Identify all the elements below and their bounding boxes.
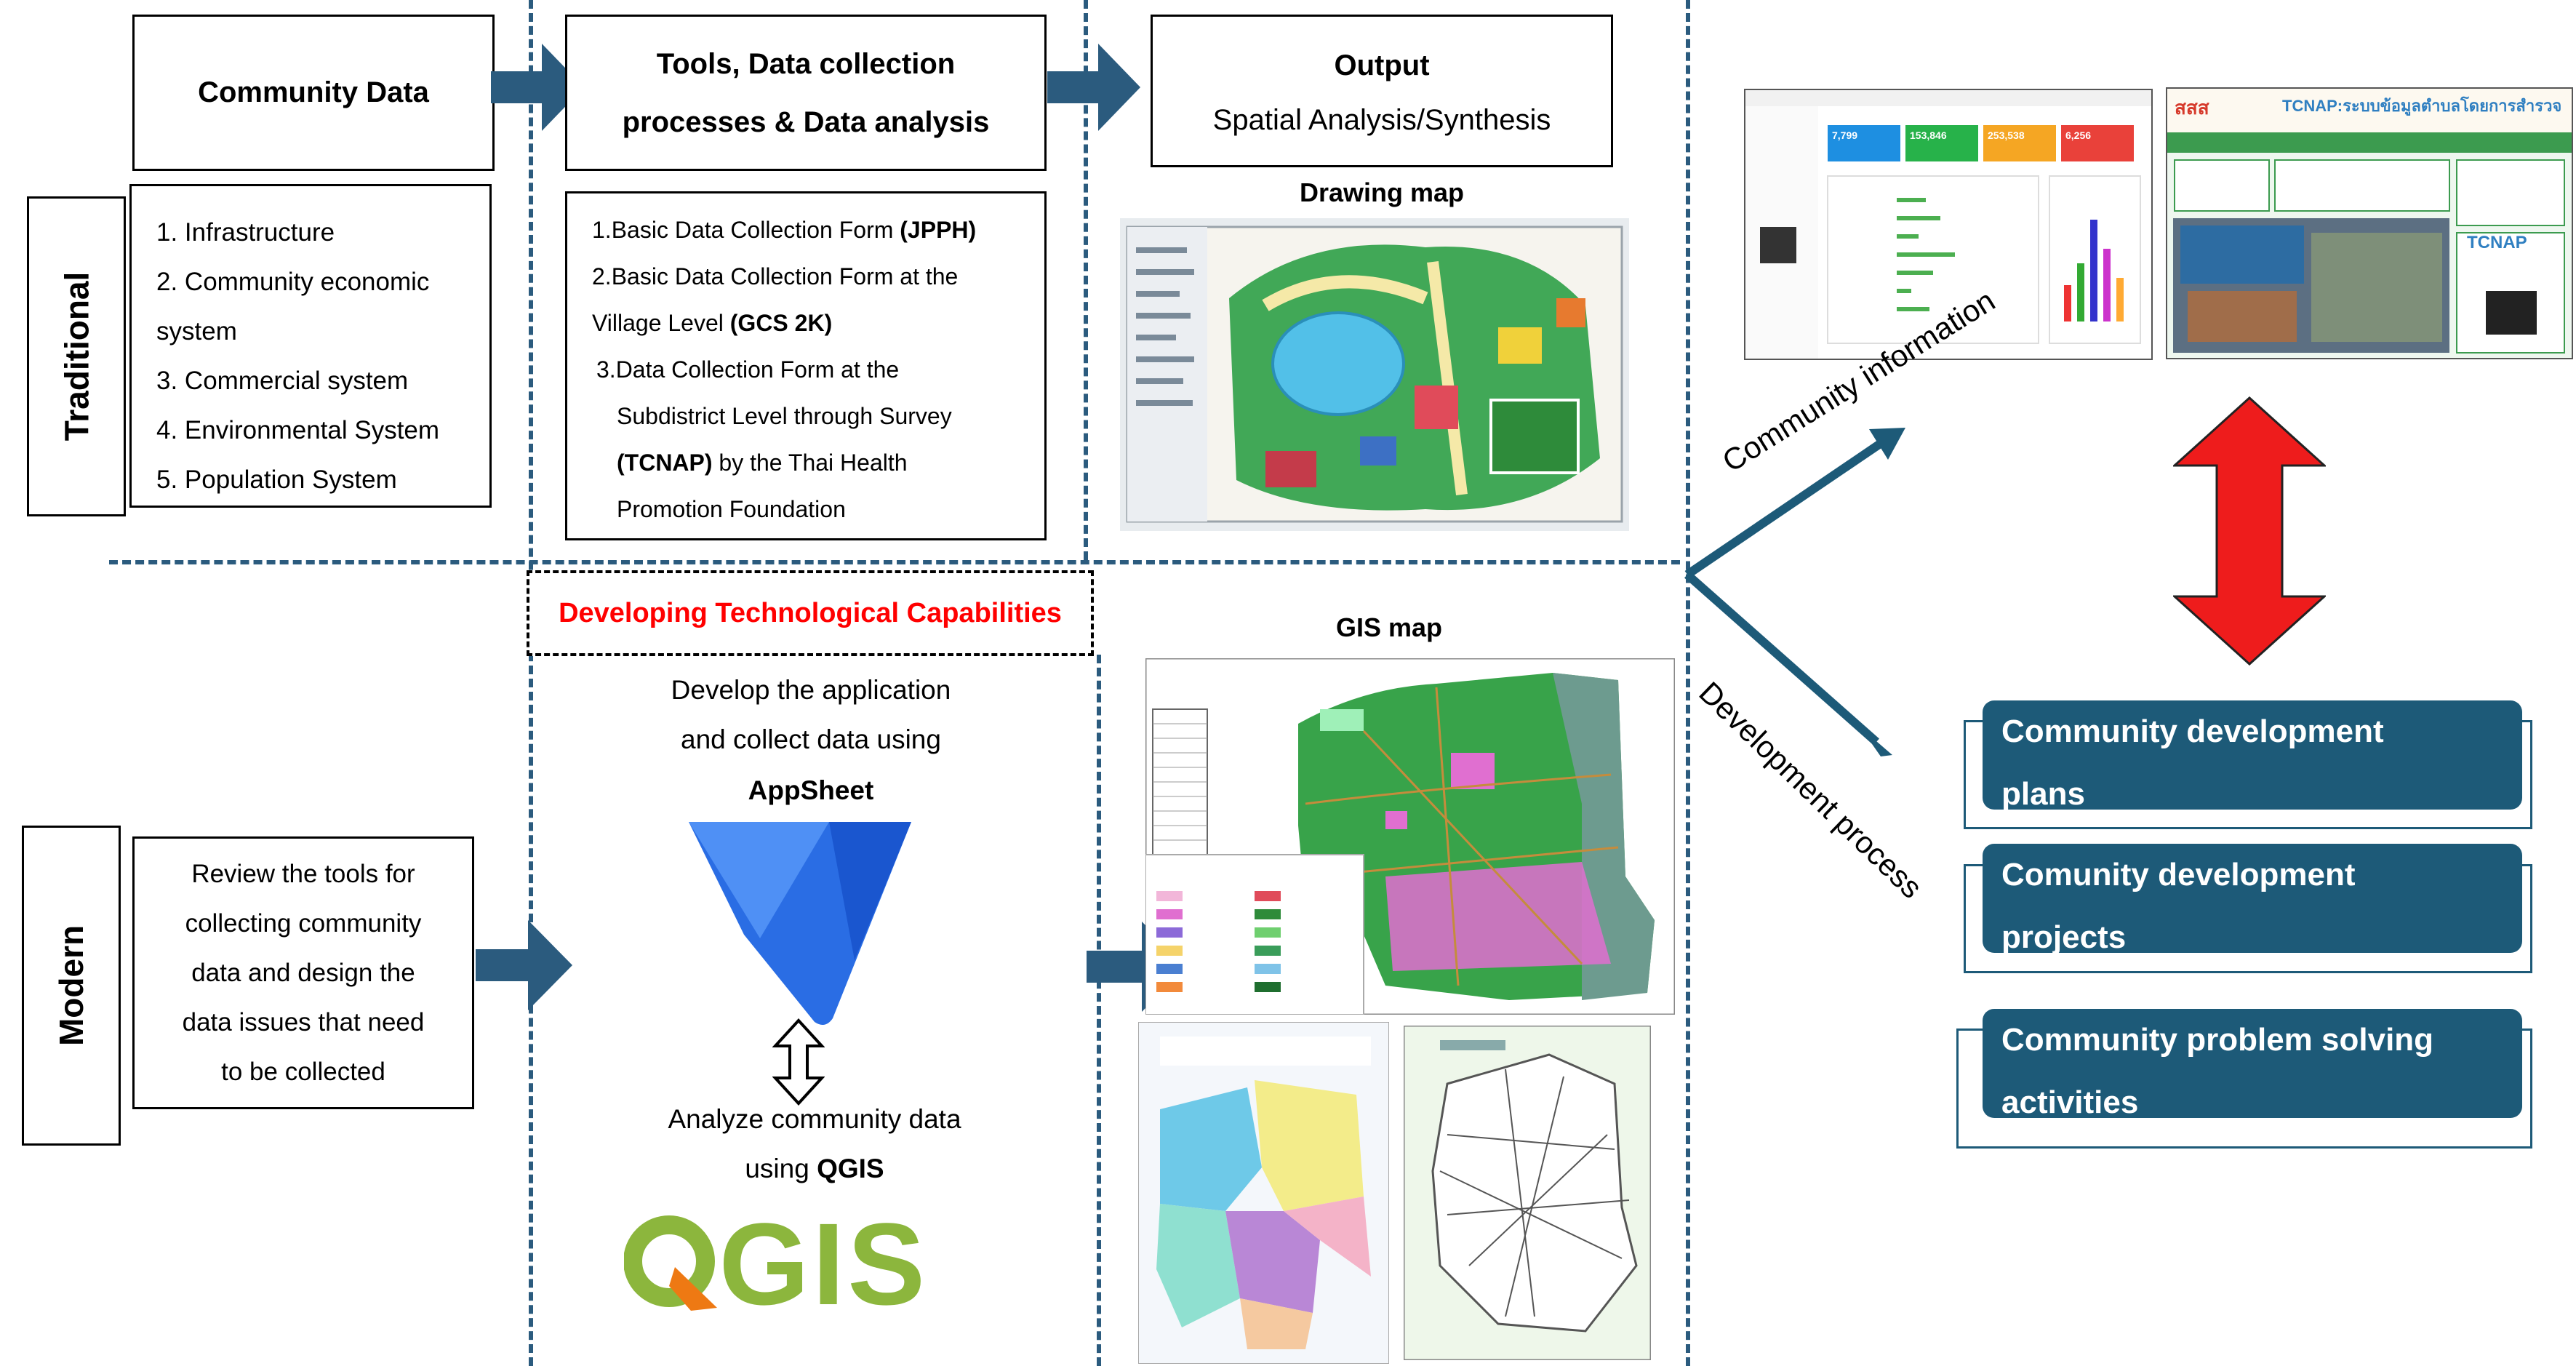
output-title: Output xyxy=(1334,49,1430,81)
develop-text: Develop the application and collect data… xyxy=(671,675,951,805)
branch-arrows xyxy=(1684,428,1905,756)
hollow-double-arrow xyxy=(772,1018,825,1106)
modern-label-box: Modern xyxy=(22,826,121,1146)
tools-item: 1.Basic Data Collection Form (JPPH) xyxy=(592,217,977,243)
review-line: data issues that need xyxy=(182,1007,425,1037)
output-subtitle: Spatial Analysis/Synthesis xyxy=(1212,104,1551,136)
arrow-review-to-tech xyxy=(476,920,572,1010)
dashboard-screenshot xyxy=(1744,89,2153,360)
tools-item: Subdistrict Level through Survey xyxy=(617,403,952,429)
tcnap-headline: TCNAP:ระบบข้อมูลตำบลโดยการสำรวจ xyxy=(2282,97,2562,115)
tools-item: Promotion Foundation xyxy=(617,496,846,522)
review-line: collecting community xyxy=(185,908,422,938)
review-line: Review the tools for xyxy=(191,859,415,888)
review-line: data and design the xyxy=(191,958,415,987)
dashboard-number: 253,538 xyxy=(1988,129,2025,141)
community-data-title: Community Data xyxy=(198,76,429,108)
tcnap-screenshot xyxy=(2166,87,2573,359)
red-double-arrow xyxy=(2173,396,2326,666)
tools-item: (TCNAP) by the Thai Health xyxy=(617,450,908,476)
arrow-community-to-tools xyxy=(491,44,584,131)
modern-label: Modern xyxy=(52,924,91,1047)
dashboard-number: 153,846 xyxy=(1910,129,1947,141)
divider-middle-lower xyxy=(1097,655,1101,1366)
gis-map-image xyxy=(1145,658,1675,1015)
divider-horizontal xyxy=(109,560,1680,564)
dev-box-community-problem-solving: Community problem solving activities xyxy=(1983,1009,2522,1120)
tech-title: Developing Technological Capabilities xyxy=(559,597,1062,628)
qgis-logo-icon xyxy=(624,1215,717,1311)
tools-item: 2.Basic Data Collection Form at the xyxy=(592,263,959,289)
tools-title-line1: Tools, Data collection xyxy=(656,47,956,80)
divider-middle xyxy=(1084,0,1088,560)
drawing-map-image xyxy=(1120,218,1629,531)
tech-title-box: Developing Technological Capabilities xyxy=(527,570,1094,656)
tcnap-brand: TCNAP xyxy=(2467,233,2527,252)
output-box: Output Spatial Analysis/Synthesis xyxy=(1151,15,1613,167)
community-item: 1. Infrastructure xyxy=(156,218,335,247)
analyze-text: Analyze community data using QGIS xyxy=(668,1104,961,1183)
qgis-logo-text: QGIS xyxy=(625,1199,929,1329)
appsheet-logo xyxy=(689,822,911,1025)
arrow-tools-to-output xyxy=(1047,44,1140,131)
road-map-image xyxy=(1404,1026,1651,1360)
community-item: 3. Commercial system xyxy=(156,367,409,395)
community-item: 4. Environmental System xyxy=(156,416,440,444)
dashboard-number: 7,799 xyxy=(1832,129,1858,141)
province-map-image xyxy=(1138,1022,1389,1364)
divider-right xyxy=(1686,0,1690,1366)
traditional-label-box: Traditional xyxy=(27,196,126,516)
community-item: 2. Community economic xyxy=(156,268,430,296)
community-item: 5. Population System xyxy=(156,466,397,494)
tools-title-line2: processes & Data analysis xyxy=(622,105,990,138)
dev-box-community-development-plans: Community development plans xyxy=(1983,700,2522,812)
dev-box-community-development-projects: Comunity development projects xyxy=(1983,844,2522,955)
review-box: Review the tools for collecting communit… xyxy=(132,836,474,1109)
tools-item: Village Level (GCS 2K) xyxy=(592,310,833,336)
drawing-map-label: Drawing map xyxy=(1299,177,1465,207)
tools-title-box: Tools, Data collection processes & Data … xyxy=(565,15,1047,171)
divider-left xyxy=(529,0,533,1366)
tools-list: 1.Basic Data Collection Form (JPPH) 2.Ba… xyxy=(565,191,1047,540)
review-line: to be collected xyxy=(221,1057,385,1086)
community-data-list: 1. Infrastructure 2. Community economic … xyxy=(129,184,492,508)
traditional-label: Traditional xyxy=(57,271,95,442)
tools-item: 3.Data Collection Form at the xyxy=(596,356,900,383)
community-data-title-box: Community Data xyxy=(132,15,495,171)
gis-map-label: GIS map xyxy=(1335,612,1443,642)
community-item: system xyxy=(156,317,237,346)
dashboard-number: 6,256 xyxy=(2065,129,2092,141)
tcnap-logo: สสส xyxy=(2175,97,2209,119)
